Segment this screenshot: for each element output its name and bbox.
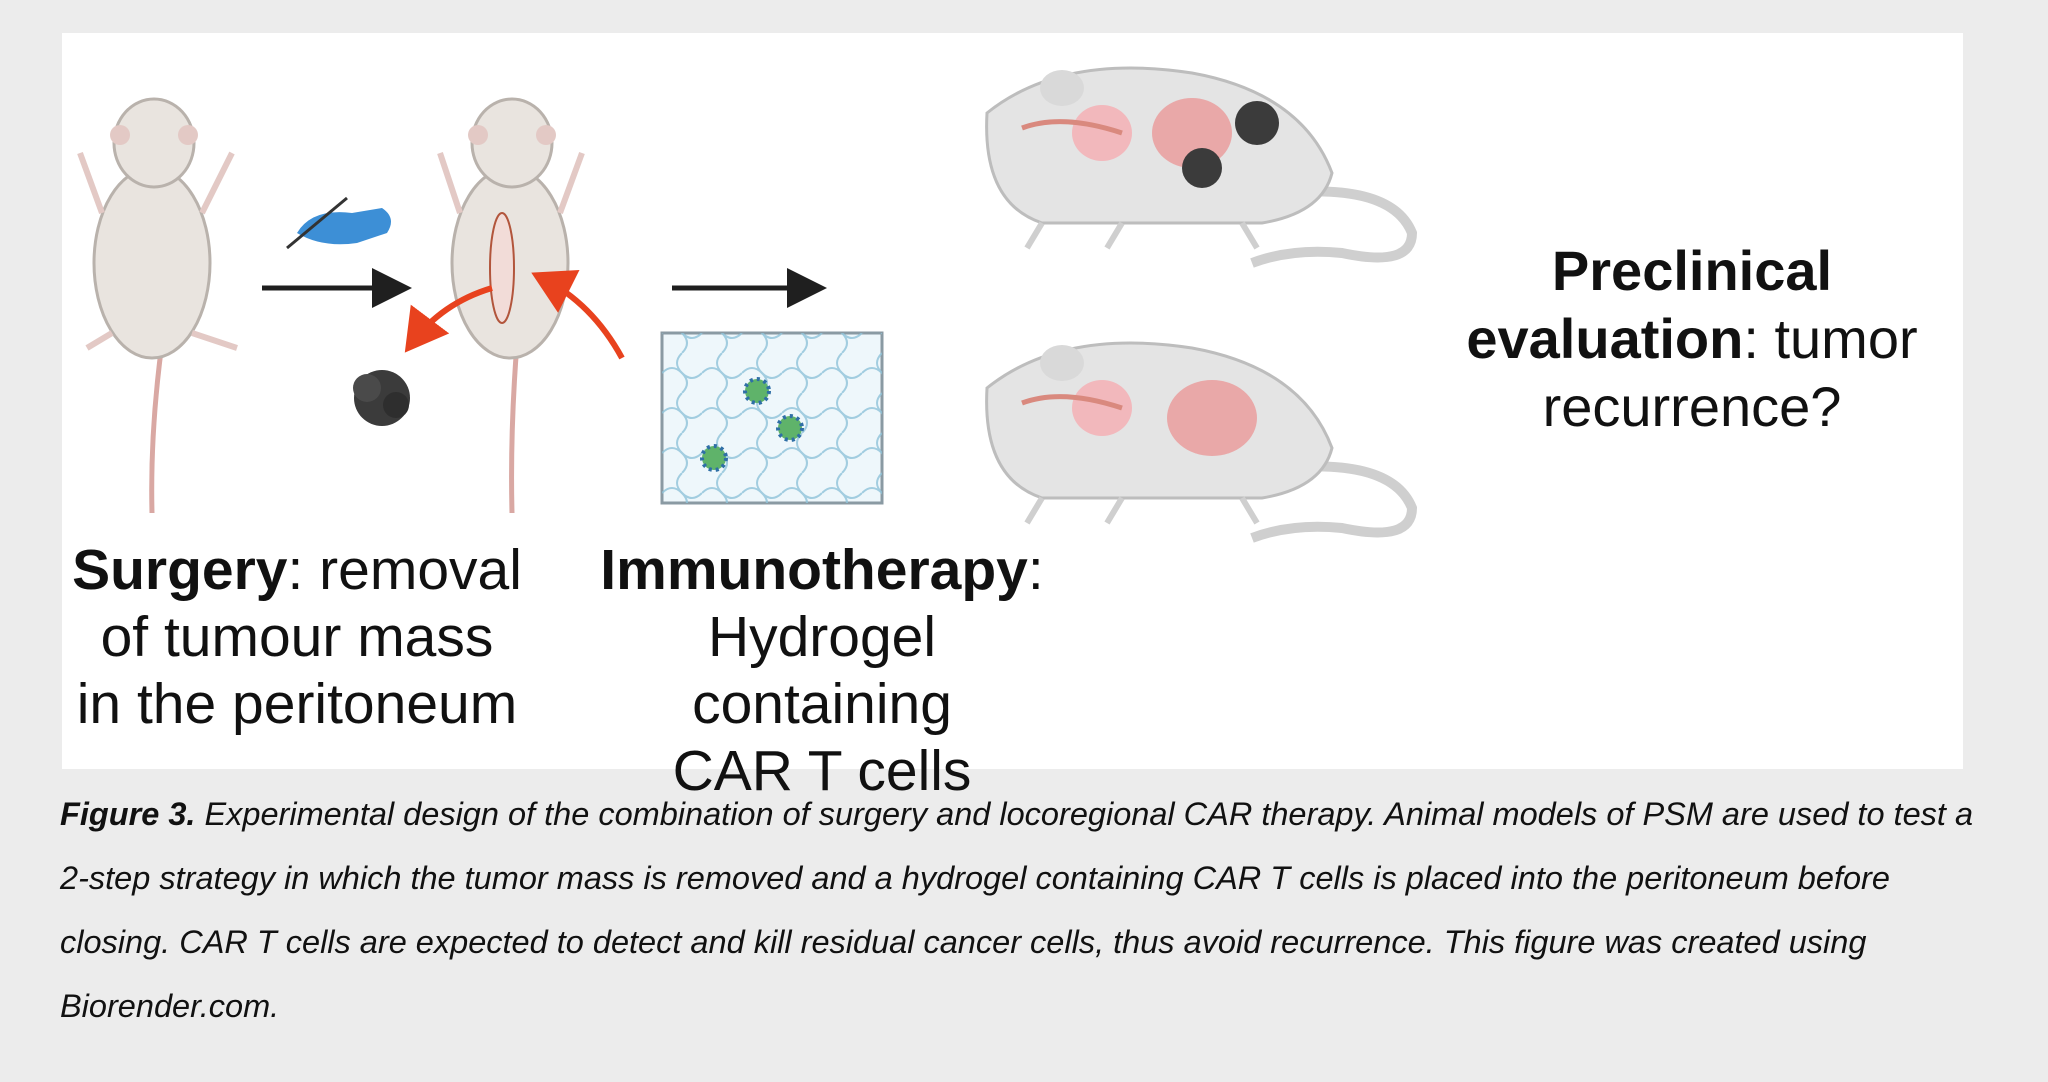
immunotherapy-colon: : [1027, 538, 1044, 602]
figure-caption: Figure 3. Experimental design of the com… [60, 782, 1980, 1038]
caption-text: Experimental design of the combination o… [60, 796, 1974, 1024]
surgery-line1-rest: : removal [287, 538, 522, 602]
preclinical-line1: Preclinical [1551, 239, 1833, 302]
preclinical-rest2: : tumor [1743, 307, 1918, 370]
red-arrow-in [531, 269, 625, 360]
surgery-line2: of tumour mass [100, 605, 494, 669]
immunotherapy-label: Immunotherapy: Hydrogel containing CAR T… [572, 537, 1072, 805]
caption-label: Figure 3. [60, 796, 196, 832]
surgery-line3: in the peritoneum [76, 672, 518, 736]
mouse-side-view-2 [985, 341, 1418, 543]
figure-illustration [77, 66, 1418, 543]
preclinical-bold2: evaluation [1466, 307, 1744, 370]
car-t-cell-icon [700, 377, 804, 472]
hydrogel-icon [660, 331, 884, 505]
immunotherapy-line2: Hydrogel containing [692, 605, 952, 736]
immunotherapy-line3: CAR T cells [672, 739, 972, 803]
red-arrow-out [404, 285, 493, 353]
surgery-label: Surgery: removal of tumour mass in the p… [62, 537, 532, 738]
mouse-top-view-1 [77, 97, 238, 514]
immunotherapy-title: Immunotherapy [600, 538, 1028, 602]
scalpel-glove-icon [286, 196, 391, 250]
surgery-title: Surgery [72, 538, 288, 602]
preclinical-label: Preclinical evaluation: tumor recurrence… [1432, 237, 1952, 441]
figure-panel: Surgery: removal of tumour mass in the p… [62, 33, 1963, 803]
mouse-top-view-2 [437, 97, 585, 514]
mouse-side-view-1 [985, 66, 1418, 268]
tumor-mass-icon [353, 370, 410, 426]
preclinical-line3: recurrence? [1542, 375, 1842, 438]
